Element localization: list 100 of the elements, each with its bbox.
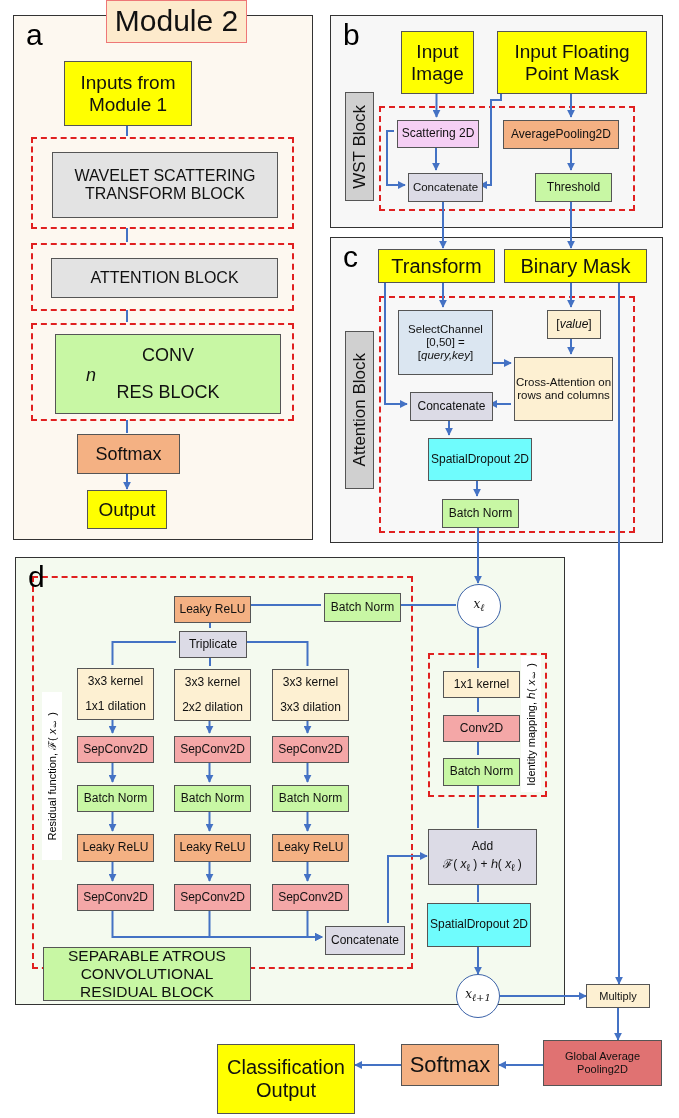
process-box	[174, 596, 251, 623]
box-label: SpatialDropout 2D	[430, 452, 530, 467]
box-label: n	[86, 365, 96, 386]
arrow	[123, 472, 131, 490]
box-label: Inputs from Module 1	[79, 71, 177, 116]
box-label: Batch Norm	[278, 791, 343, 806]
box-label: Batch Norm	[180, 791, 245, 806]
box-label: SelectChannel [0,50] = [query,key]	[407, 322, 484, 363]
process-box	[174, 785, 251, 812]
process-box	[428, 829, 537, 885]
arrow	[614, 1007, 622, 1041]
process-box	[410, 392, 493, 421]
arrow	[499, 992, 587, 1000]
dashed-group-frame	[31, 137, 294, 229]
box-label: Leaky ReLU	[179, 841, 246, 855]
box-label: Concatenate	[412, 180, 479, 195]
process-box	[443, 758, 520, 786]
dashed-group-frame	[31, 243, 294, 311]
process-box	[398, 310, 493, 375]
box-label: Leaky ReLU	[82, 841, 149, 855]
box-label: Conv2D	[459, 721, 504, 736]
process-box	[77, 785, 154, 812]
box-label: 2x2 dilation	[182, 700, 243, 715]
process-box	[64, 61, 192, 126]
process-box	[77, 668, 154, 720]
process-box	[174, 736, 251, 763]
box-label: ℱ( x$_{ℓ}$ ) + ℎ( x$_{ℓ}$ )	[443, 857, 522, 874]
process-box	[272, 785, 349, 812]
process-box	[408, 173, 483, 202]
panel-letter: c	[343, 240, 358, 274]
box-label: Transform	[391, 254, 482, 278]
arrow	[615, 281, 623, 985]
box-label: SepConv2D	[278, 742, 343, 757]
process-box	[272, 834, 349, 862]
box-label: Concatenate	[417, 399, 486, 414]
process-box	[87, 490, 167, 529]
process-box	[179, 631, 247, 658]
box-label: Leaky ReLU	[277, 841, 344, 855]
process-box	[428, 438, 532, 481]
arrow	[439, 281, 447, 308]
box-label: Global Average Pooling2D	[564, 1050, 641, 1076]
process-box	[51, 258, 278, 298]
process-box	[272, 669, 349, 721]
variable-circle	[457, 584, 501, 628]
process-box	[503, 120, 619, 149]
box-label: Threshold	[546, 180, 601, 195]
box-label: SepConv2D	[180, 742, 245, 757]
box-label: Softmax	[95, 443, 162, 465]
process-box	[174, 834, 251, 862]
box-label: CONV	[142, 345, 194, 366]
process-box	[174, 884, 251, 911]
box-label: Output	[98, 498, 156, 521]
box-label: Triplicate	[188, 637, 238, 652]
arrow	[386, 130, 406, 189]
process-box	[325, 926, 405, 955]
process-box	[543, 1040, 662, 1086]
box-label: WAVELET SCATTERING TRANSFORM BLOCK	[73, 166, 257, 204]
process-box	[77, 834, 154, 862]
box-label: WST Block	[349, 104, 370, 189]
box-label: [value]	[556, 317, 592, 332]
box-label: Input Floating Point Mask	[513, 40, 631, 85]
variable-label: x$_{ℓ}$	[473, 598, 485, 614]
process-box	[397, 120, 479, 148]
process-box	[324, 593, 401, 622]
box-label: Cross-Attention on rows and columns	[515, 375, 612, 403]
box-label: Softmax	[409, 1052, 491, 1078]
box-label: Attention Block	[349, 353, 370, 467]
dashed-group-frame	[31, 323, 294, 421]
process-box	[272, 884, 349, 911]
box-label: 3x3 dilation	[280, 700, 341, 715]
process-box	[52, 152, 278, 218]
box-label: Multiply	[599, 989, 637, 1003]
process-box	[586, 984, 650, 1008]
box-label: SepConv2D	[180, 890, 245, 905]
process-box	[497, 31, 647, 94]
arrow	[432, 92, 441, 118]
box-label: Batch Norm	[449, 765, 514, 779]
box-label: Concatenate	[330, 933, 400, 948]
box-label: Module 2	[114, 4, 239, 39]
box-label: Add	[471, 840, 494, 854]
arrow	[567, 92, 575, 118]
arrow	[567, 281, 575, 308]
dashed-group-frame	[379, 106, 635, 211]
block-label-box	[345, 331, 374, 489]
box-label: ATTENTION BLOCK	[90, 268, 239, 288]
process-box	[514, 357, 613, 421]
box-label: SepConv2D	[278, 890, 343, 905]
process-box	[504, 249, 647, 283]
panel-frame	[330, 15, 663, 228]
box-label: 3x3 kernel	[282, 675, 339, 690]
box-label: Classification Output	[226, 1056, 346, 1102]
process-box	[378, 249, 495, 283]
box-label: Scattering 2D	[401, 127, 475, 141]
panel-frame	[15, 557, 565, 1005]
process-box	[443, 671, 520, 698]
module-title-box	[106, 0, 247, 43]
process-box	[77, 434, 180, 474]
process-box	[217, 1044, 355, 1114]
arrow	[474, 945, 482, 975]
arrow	[384, 281, 408, 408]
